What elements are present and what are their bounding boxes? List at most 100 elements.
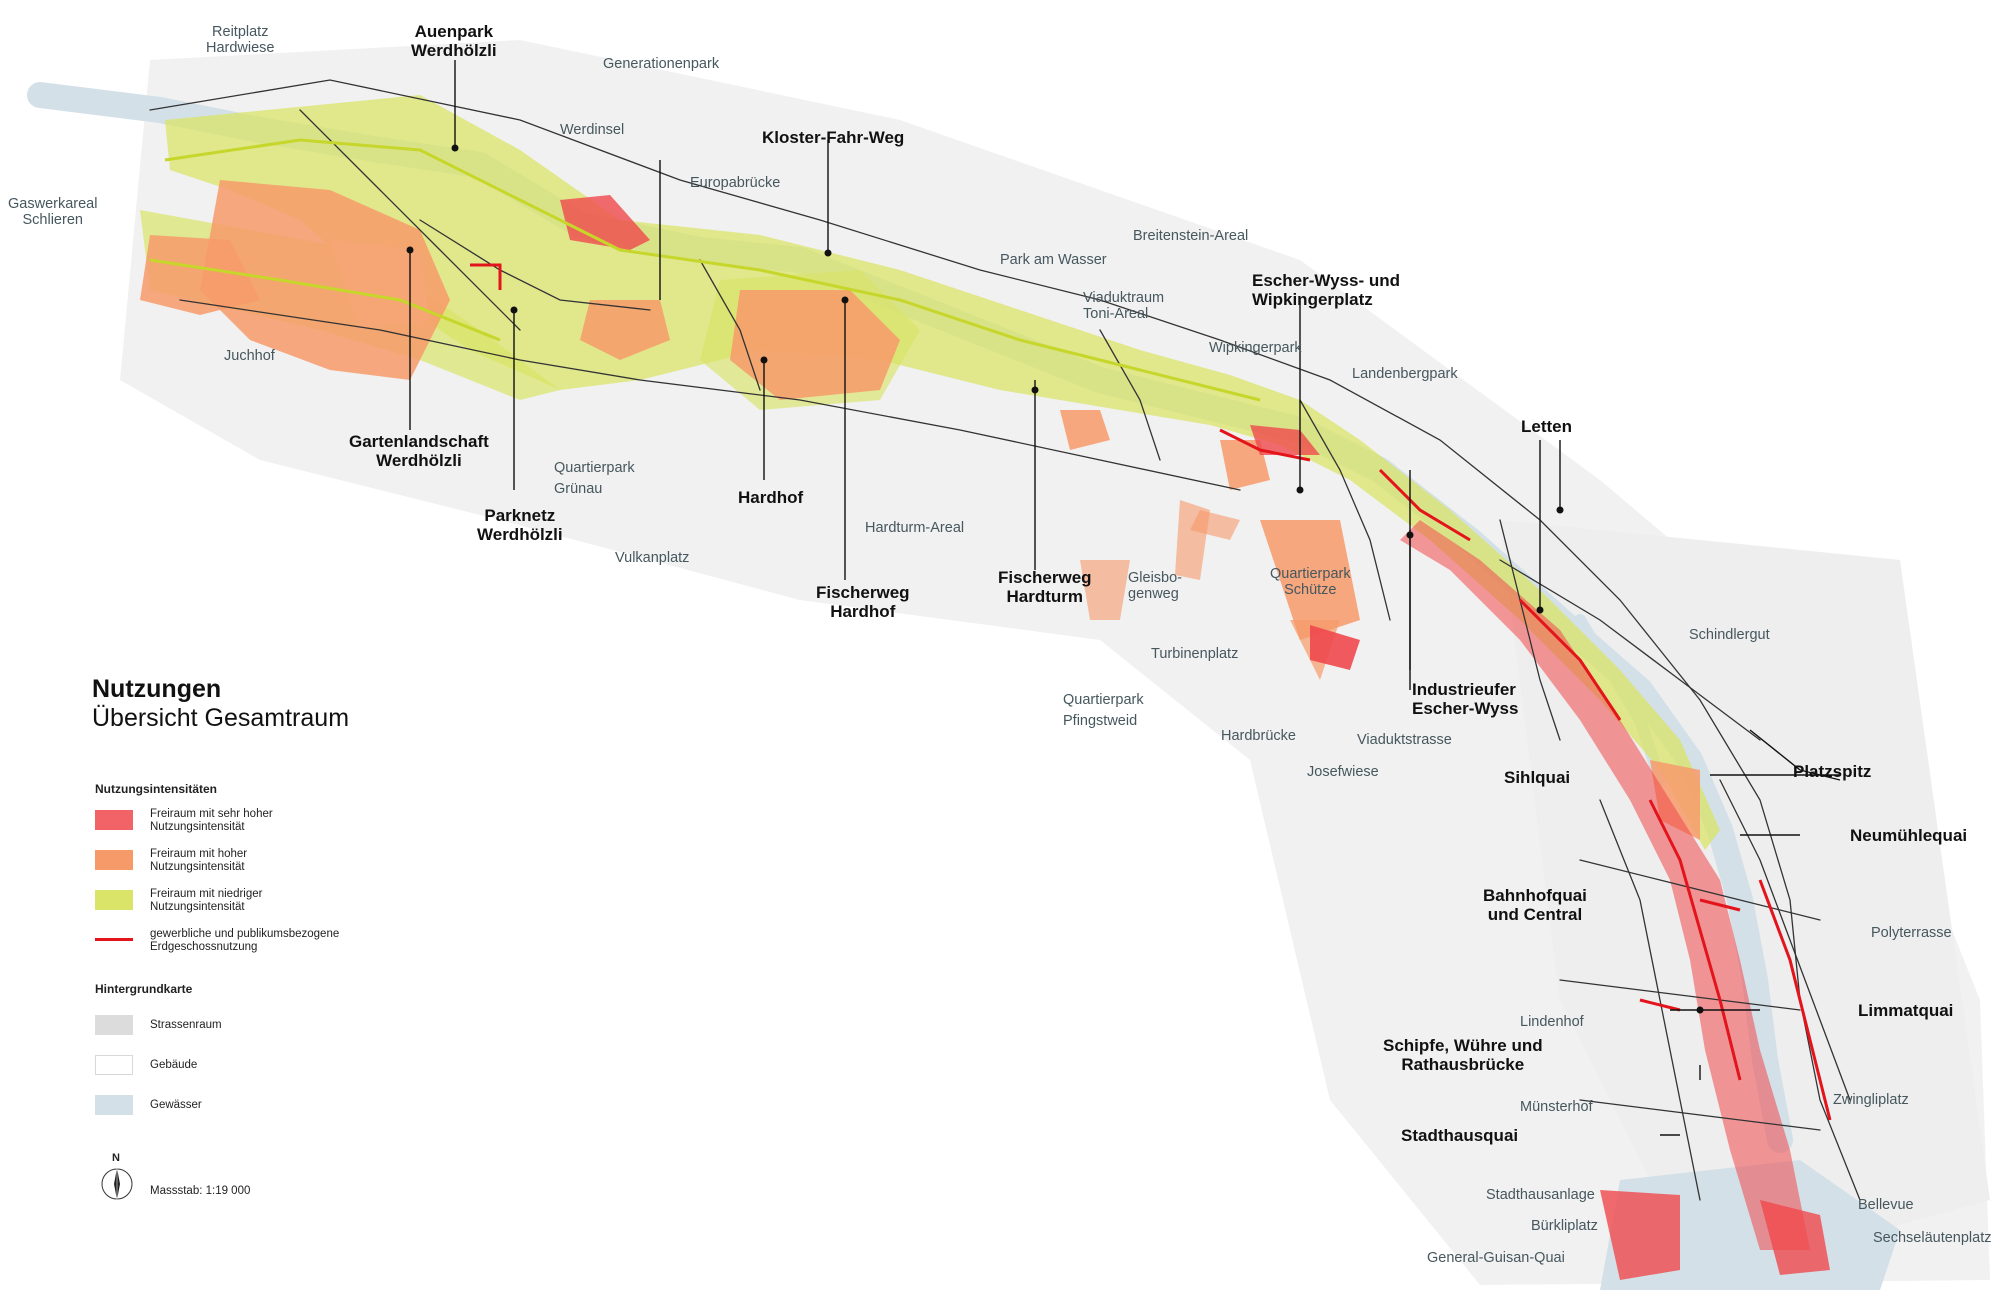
north-arrow-icon <box>101 1168 133 1200</box>
legend-text-low-line2: Nutzungsintensität <box>150 901 245 914</box>
label-gaswerkareal-line1: Gaswerkareal <box>8 196 98 212</box>
label-juchhof: Juchhof <box>224 348 275 364</box>
limmat-city-corridor <box>1400 520 1810 1250</box>
label-landenbergpark: Landenbergpark <box>1352 366 1458 382</box>
label-quartierpark-pfingstweid: Quartierpark Pfingstweid <box>1063 690 1144 732</box>
label-gartenlandschaft-line1: Gartenlandschaft <box>349 432 489 451</box>
label-industrieufer: Industrieufer Escher-Wyss <box>1412 680 1518 718</box>
label-stadthausquai: Stadthausquai <box>1401 1126 1519 1145</box>
label-parknetz-line1: Parknetz <box>484 506 556 525</box>
legend-text-high-line1: Freiraum mit hoher <box>150 848 248 860</box>
label-escher-wyss-line2: Wipkingerplatz <box>1252 290 1373 310</box>
label-fischerweg-hardturm-line1: Fischerweg <box>998 568 1092 587</box>
label-escher-wyss-platz: Escher-Wyss- und Wipkingerplatz <box>1252 271 1400 309</box>
label-viaduktraum-line1: Viaduktraum <box>1083 290 1165 306</box>
label-reitplatz-line2: Hardwiese <box>206 40 275 57</box>
legend-text-ground-floor-line2: Erdgeschossnutzung <box>150 941 258 954</box>
label-parknetz-line2: Werdhölzli <box>477 525 563 545</box>
label-viaduktstrasse: Viaduktstrasse <box>1357 732 1452 748</box>
label-fischerweg-hardhof-line2: Hardhof <box>830 602 896 622</box>
green-corridor-lines <box>149 138 1261 402</box>
label-gaswerkareal-line2: Schlieren <box>22 212 83 229</box>
legend-text-high: Freiraum mit hoher Nutzungsintensität <box>150 848 247 874</box>
label-schindlergut: Schindlergut <box>1689 627 1770 643</box>
label-quartierpark-schuetze: Quartierpark Schütze <box>1270 566 1351 598</box>
legend-swatch-building <box>95 1055 133 1075</box>
label-quartierpark-gruenau-line2: Grünau <box>554 481 603 498</box>
label-fischerweg-hardturm-line2: Hardturm <box>1006 587 1084 607</box>
label-turbinenplatz: Turbinenplatz <box>1151 646 1239 662</box>
label-hardbruecke: Hardbrücke <box>1221 728 1296 744</box>
label-fischerweg-hardhof: Fischerweg Hardhof <box>816 583 910 621</box>
label-quartierpark-gruenau: Quartierpark Grünau <box>554 458 635 500</box>
label-schipfe-line2: Rathausbrücke <box>1401 1055 1525 1075</box>
label-generationenpark: Generationenpark <box>603 56 720 72</box>
legend-swatch-very-high <box>95 810 133 830</box>
legend-swatch-street <box>95 1015 133 1035</box>
label-gleisbogenweg-line1: Gleisbo- <box>1128 570 1182 586</box>
legend-scale: Massstab: 1:19 000 <box>150 1185 251 1197</box>
label-gleisbogenweg-line2: genweg <box>1128 586 1179 603</box>
label-general-guisan-quai: General-Guisan-Quai <box>1427 1250 1565 1266</box>
label-bahnhofquai: Bahnhofquai und Central <box>1483 886 1587 924</box>
label-quartierpark-pfingstweid-line2: Pfingstweid <box>1063 713 1138 730</box>
legend-text-very-high-line2: Nutzungsintensität <box>150 821 245 834</box>
legend-text-low-line1: Freiraum mit niedriger <box>150 888 263 900</box>
ground-floor-usage-lines <box>470 263 1832 1121</box>
label-viaduktraum: Viaduktraum Toni-Areal <box>1083 290 1164 322</box>
label-fischerweg-hardhof-line1: Fischerweg <box>816 583 910 602</box>
street-network <box>149 79 1861 1201</box>
label-wipkingerpark: Wipkingerpark <box>1209 340 1302 356</box>
label-gleisbogenweg: Gleisbo- genweg <box>1128 570 1182 602</box>
label-quartierpark-schuetze-line2: Schütze <box>1284 582 1337 599</box>
label-platzspitz: Platzspitz <box>1793 762 1872 781</box>
legend-swatch-ground-floor <box>95 938 133 941</box>
label-auenpark-line2: Werdhölzli <box>411 41 497 61</box>
legend-text-low: Freiraum mit niedriger Nutzungsintensitä… <box>150 888 262 914</box>
label-lindenhof: Lindenhof <box>1520 1014 1584 1030</box>
label-escher-wyss-line1: Escher-Wyss- und <box>1252 271 1401 290</box>
legend-text-very-high: Freiraum mit sehr hoher Nutzungsintensit… <box>150 808 273 834</box>
label-limmatquai: Limmatquai <box>1858 1001 1954 1020</box>
label-viaduktraum-line2: Toni-Areal <box>1083 306 1149 323</box>
legend-text-ground-floor: gewerbliche und publikumsbezogene Erdges… <box>150 928 339 954</box>
high-intensity-areas <box>140 180 1700 840</box>
label-reitplatz-line1: Reitplatz <box>212 24 269 40</box>
north-arrow: N <box>98 1152 138 1202</box>
label-muensterhof: Münsterhof <box>1520 1099 1593 1115</box>
location-markers <box>406 144 1704 1014</box>
label-bahnhofquai-line1: Bahnhofquai <box>1483 886 1587 905</box>
legend-swatch-low <box>95 890 133 910</box>
label-werdinsel: Werdinsel <box>560 122 625 138</box>
label-stadthausanlage: Stadthausanlage <box>1486 1187 1595 1203</box>
label-bellevue: Bellevue <box>1858 1197 1914 1213</box>
north-arrow-letter: N <box>112 1152 120 1164</box>
label-quartierpark-gruenau-line1: Quartierpark <box>554 460 635 476</box>
legend-background-heading: Hintergrundkarte <box>95 982 193 996</box>
label-neumuehlequai: Neumühlequai <box>1850 826 1968 845</box>
legend: Nutzungen Übersicht Gesamtraum Nutzungsi… <box>20 675 500 1240</box>
label-bahnhofquai-line2: und Central <box>1487 905 1583 925</box>
label-industrieufer-line1: Industrieufer <box>1412 680 1516 699</box>
label-auenpark-line1: Auenpark <box>414 22 494 41</box>
label-hardhof: Hardhof <box>738 488 804 507</box>
label-zwingliplatz: Zwingliplatz <box>1833 1092 1909 1108</box>
label-park-am-wasser: Park am Wasser <box>1000 252 1107 268</box>
label-sihlquai: Sihlquai <box>1504 768 1571 787</box>
label-parknetz: Parknetz Werdhölzli <box>477 506 563 544</box>
label-vulkanplatz: Vulkanplatz <box>615 550 690 566</box>
very-high-intensity-areas <box>560 195 1830 1280</box>
label-industrieufer-line2: Escher-Wyss <box>1412 699 1519 719</box>
legend-intensity-heading: Nutzungsintensitäten <box>95 782 217 796</box>
label-quartierpark-pfingstweid-line1: Quartierpark <box>1063 692 1144 708</box>
label-sechselaeutenplatz: Sechseläutenplatz <box>1873 1230 1992 1246</box>
label-buerkliplatz: Bürkliplatz <box>1531 1218 1598 1234</box>
label-reitplatz: Reitplatz Hardwiese <box>206 24 275 56</box>
label-europabruecke: Europabrücke <box>690 175 781 191</box>
label-quartierpark-schuetze-line1: Quartierpark <box>1270 566 1351 582</box>
legend-text-very-high-line1: Freiraum mit sehr hoher <box>150 808 273 820</box>
label-polyterrasse: Polyterrasse <box>1871 925 1952 941</box>
legend-text-water: Gewässer <box>150 1099 202 1111</box>
legend-text-street: Strassenraum <box>150 1019 222 1031</box>
